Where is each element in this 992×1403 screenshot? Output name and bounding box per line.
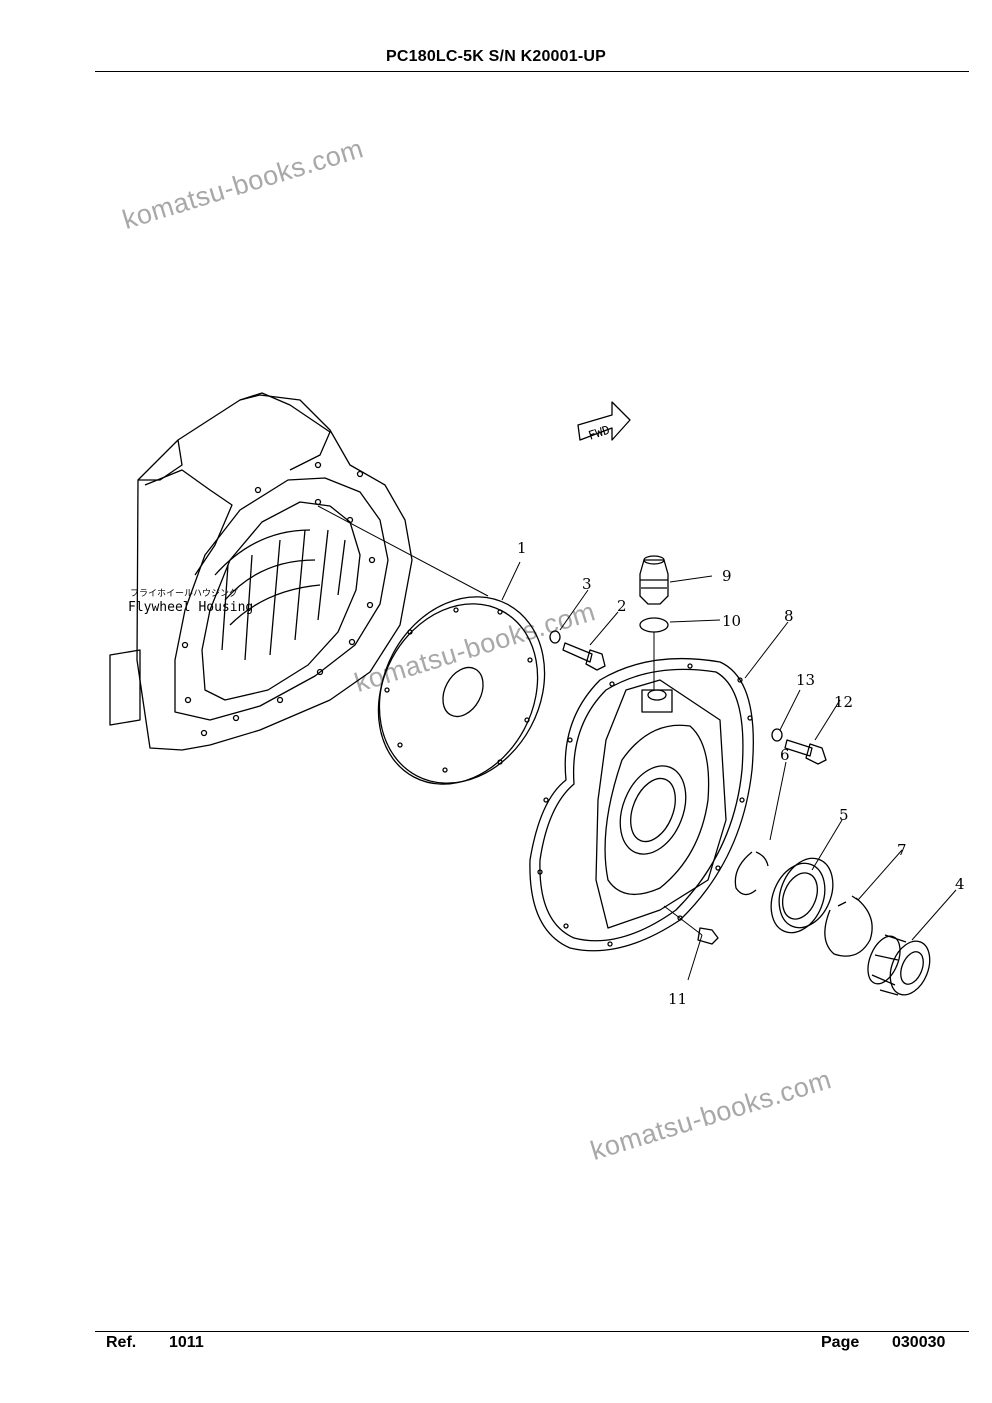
callout-10: 10 xyxy=(722,612,741,630)
footer-divider xyxy=(95,1331,969,1332)
callout-1: 1 xyxy=(517,539,527,557)
part-4-coupling xyxy=(867,934,931,996)
callout-4: 4 xyxy=(955,875,965,893)
callout-7: 7 xyxy=(897,841,907,859)
part-9-fitting xyxy=(639,555,669,605)
part-6-snap-ring xyxy=(734,851,769,896)
part-7-snap-ring xyxy=(824,895,873,957)
callout-13: 13 xyxy=(796,671,815,689)
part-11-plug xyxy=(697,927,719,945)
part-8-cover xyxy=(529,657,754,952)
flywheel-housing xyxy=(109,392,413,751)
fwd-label: FWD xyxy=(587,423,612,443)
part-5-bearing xyxy=(770,857,834,934)
part-13-washer xyxy=(771,728,783,742)
part-3-washer xyxy=(549,630,561,644)
part-1-plate xyxy=(377,596,546,785)
page-number: 030030 xyxy=(892,1334,946,1351)
callout-11: 11 xyxy=(668,990,687,1008)
page-title: PC180LC-5K S/N K20001-UP xyxy=(386,48,606,65)
housing-label-en: Flywheel Housing xyxy=(128,600,253,615)
header-divider xyxy=(95,71,969,72)
part-2-bolt xyxy=(562,642,606,671)
callout-8: 8 xyxy=(784,607,794,625)
fwd-arrow xyxy=(577,401,631,441)
callout-3: 3 xyxy=(582,575,592,593)
callout-9: 9 xyxy=(722,567,732,585)
part-10-o-ring xyxy=(639,617,669,633)
callout-6: 6 xyxy=(780,746,790,764)
callout-5: 5 xyxy=(839,806,849,824)
part-12-bolt xyxy=(784,739,827,765)
callout-12: 12 xyxy=(834,693,853,711)
housing-label-jp: フライホイールハウジング xyxy=(130,587,238,599)
ref-value: 1011 xyxy=(169,1334,204,1351)
page-label: Page xyxy=(821,1334,860,1351)
callout-2: 2 xyxy=(617,597,627,615)
ref-label: Ref. xyxy=(106,1334,137,1351)
